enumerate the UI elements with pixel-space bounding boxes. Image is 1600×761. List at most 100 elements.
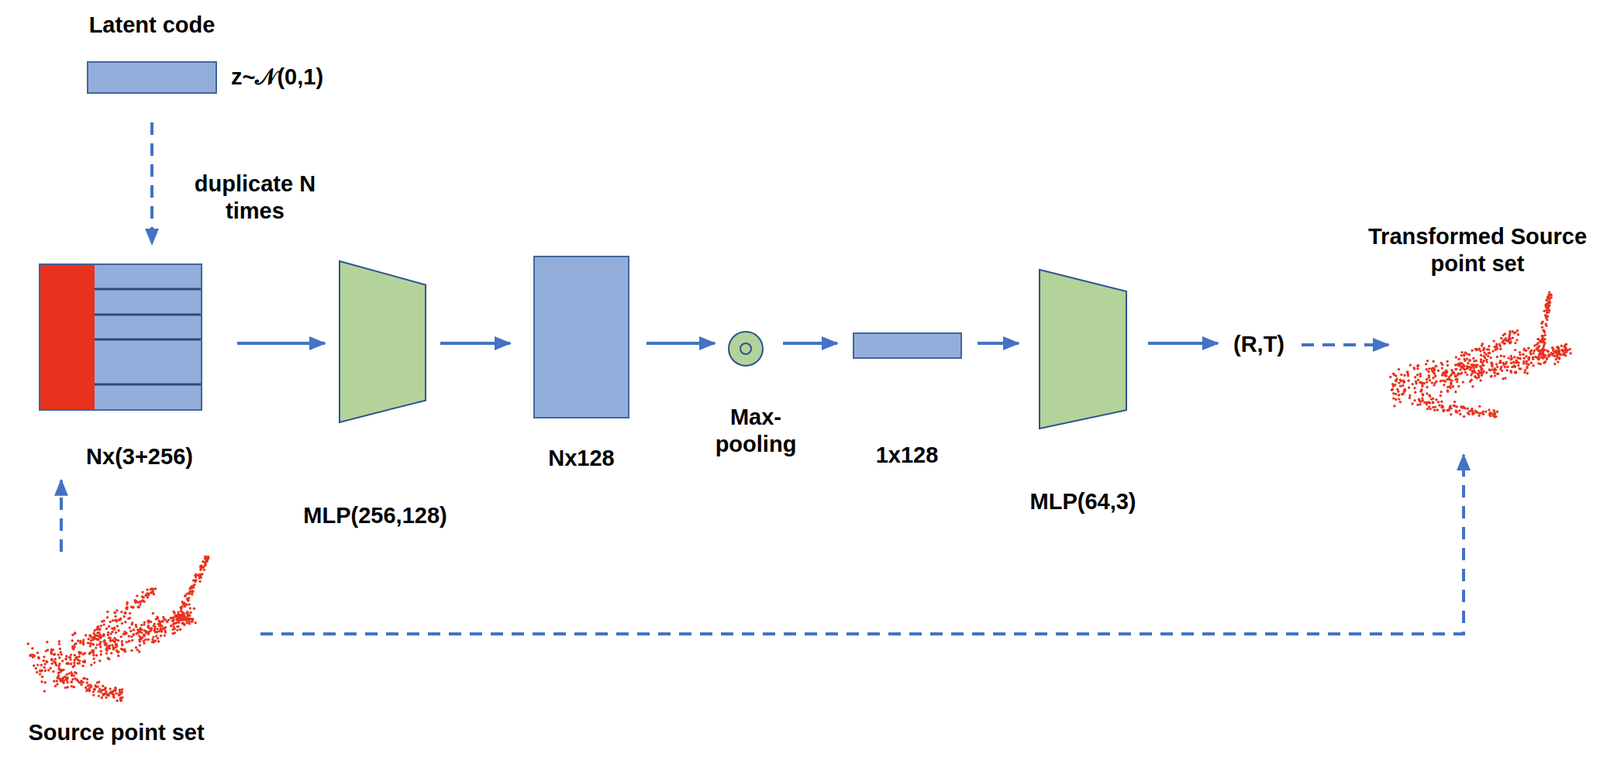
point [65, 657, 68, 660]
point [182, 624, 186, 627]
point [1470, 349, 1473, 352]
point [1489, 356, 1492, 359]
point [182, 602, 185, 605]
point [1474, 375, 1477, 379]
point [115, 649, 118, 652]
point [97, 690, 100, 694]
point [1555, 358, 1558, 361]
point [1465, 407, 1469, 411]
point [45, 661, 49, 664]
point [1416, 373, 1419, 376]
circle-outline [728, 331, 763, 366]
point [131, 639, 134, 642]
point [48, 667, 52, 670]
point [1508, 330, 1511, 333]
point [155, 616, 159, 619]
point [1502, 339, 1505, 342]
latent-columns [94, 264, 202, 411]
point [1538, 349, 1542, 352]
point [1403, 389, 1407, 392]
point [1454, 378, 1457, 381]
point [111, 619, 114, 622]
point [1397, 397, 1400, 400]
point [1431, 397, 1435, 400]
point [145, 592, 149, 595]
point [1410, 402, 1414, 405]
point [58, 640, 61, 643]
point [109, 640, 112, 643]
point [1477, 414, 1480, 418]
point [1403, 374, 1406, 377]
point [1399, 400, 1402, 404]
point [1470, 379, 1473, 382]
point [1482, 351, 1486, 354]
point [116, 624, 119, 628]
point [196, 574, 200, 577]
point [1506, 356, 1510, 359]
point [1514, 371, 1518, 374]
feature-box: Nx128 [533, 255, 630, 419]
source-title: Source point set [27, 719, 204, 747]
point [109, 639, 112, 642]
point [29, 655, 32, 658]
dimension-label: Nx128 [548, 444, 614, 473]
point [89, 634, 92, 638]
point [1538, 350, 1542, 353]
point [106, 657, 110, 660]
point [1510, 371, 1513, 374]
point [1512, 361, 1515, 364]
point [44, 669, 47, 673]
point [1394, 379, 1397, 383]
point [155, 634, 158, 638]
point [145, 588, 149, 591]
point [98, 628, 101, 632]
point [1544, 323, 1548, 326]
mlp-label: MLP(64,3) [1030, 488, 1137, 516]
point [1545, 298, 1549, 301]
point [1495, 362, 1498, 366]
point [150, 627, 153, 631]
point [172, 628, 175, 632]
point [1437, 369, 1440, 373]
point [74, 657, 77, 660]
point [1486, 355, 1490, 358]
point [1479, 365, 1483, 369]
point [189, 617, 193, 621]
point [1449, 374, 1452, 377]
point [1425, 380, 1428, 383]
point [1516, 361, 1519, 364]
point [1548, 290, 1551, 294]
point [115, 609, 118, 612]
point [1541, 329, 1545, 332]
point [1527, 357, 1530, 360]
point [138, 628, 142, 632]
point [127, 634, 131, 638]
point [152, 641, 156, 644]
point [1491, 363, 1494, 366]
point [1492, 339, 1495, 342]
point [1392, 392, 1395, 395]
point [65, 673, 69, 676]
point [50, 648, 53, 652]
point [99, 645, 102, 649]
point [1448, 385, 1452, 388]
point [1508, 334, 1511, 337]
point [1496, 365, 1499, 369]
point [45, 641, 49, 644]
point [1434, 375, 1437, 378]
box-outline [853, 333, 962, 359]
point [57, 665, 60, 668]
point [1536, 337, 1539, 341]
point [190, 620, 194, 624]
point [43, 662, 46, 666]
point [1531, 356, 1535, 359]
point [1462, 365, 1466, 368]
point [104, 696, 107, 699]
point [1459, 405, 1463, 408]
point [1479, 354, 1483, 357]
point [1441, 409, 1445, 412]
point [187, 620, 190, 623]
point [193, 607, 196, 611]
point [143, 634, 146, 638]
point [1431, 360, 1435, 363]
